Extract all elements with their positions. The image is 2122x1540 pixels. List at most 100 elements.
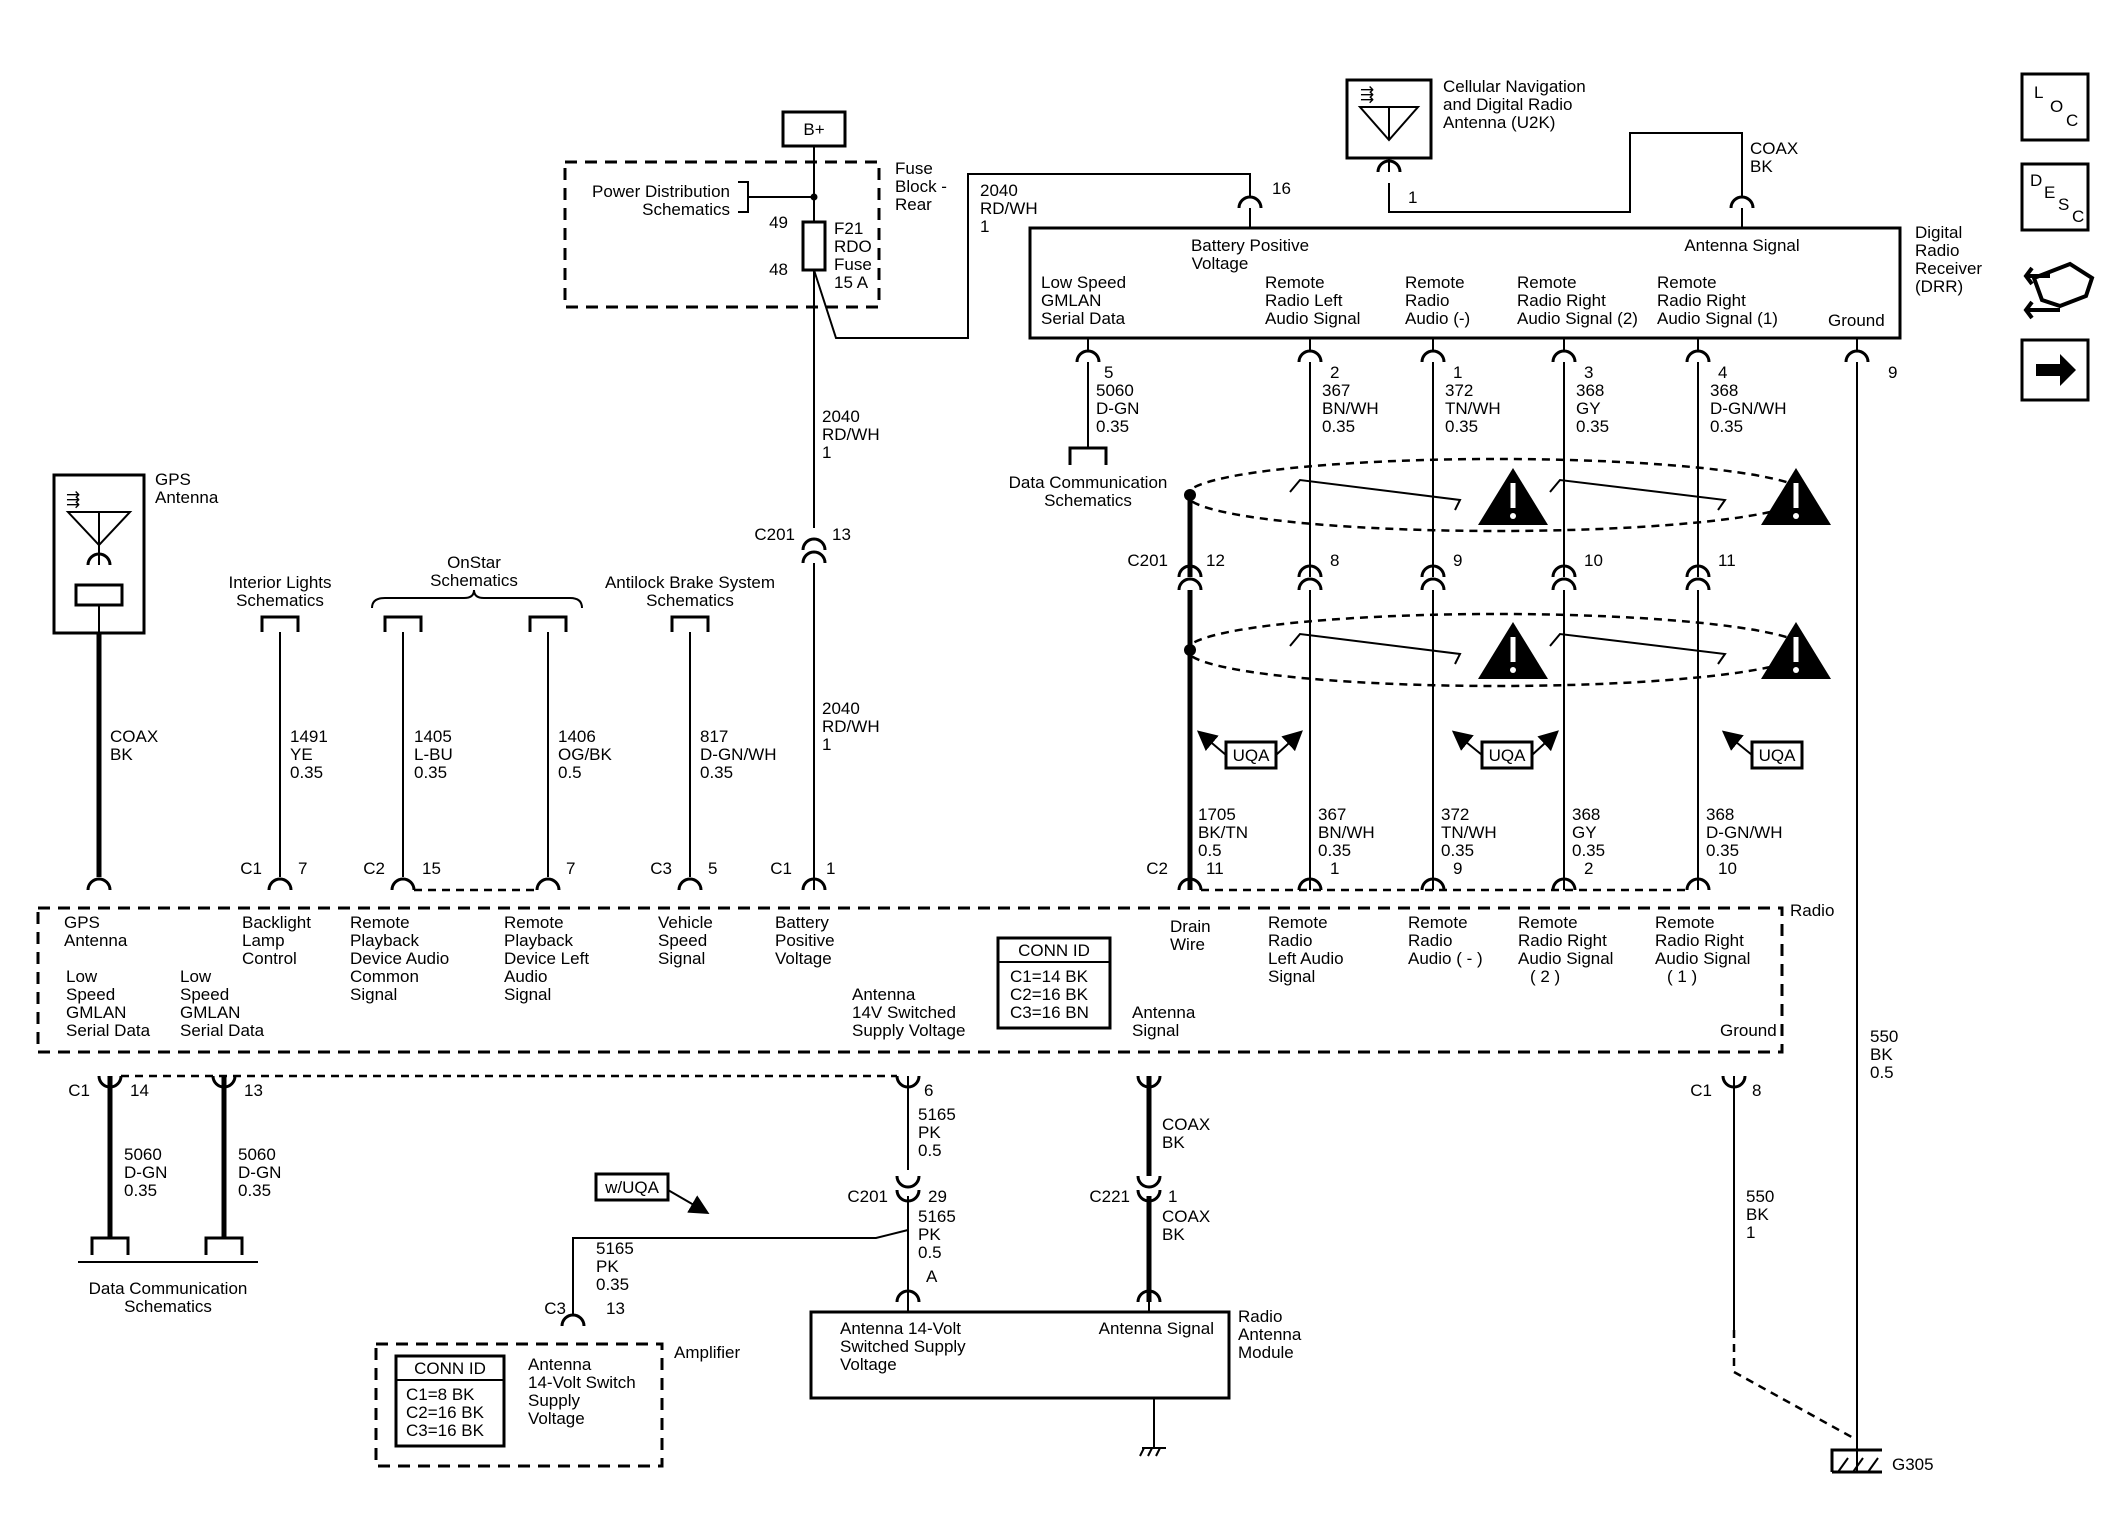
fuse-block-name-2: Block - (895, 177, 947, 196)
lower-pin13b: 13 (606, 1299, 625, 1318)
onstar-terminal-2 (528, 615, 568, 632)
rw-368dgn-3: 0.35 (1706, 841, 1739, 860)
drr-wire-4-pin: 4 (1718, 363, 1727, 382)
w2040-mid-2: RD/WH (822, 425, 880, 444)
cellular-name-3: Antenna (U2K) (1443, 113, 1555, 132)
drr-label-right2-2: Radio Right (1517, 291, 1606, 310)
drr-batt-pin: 16 (1272, 179, 1291, 198)
w5165c-3: 0.35 (596, 1275, 629, 1294)
w817-2: D-GN/WH (700, 745, 776, 764)
abs-pin: 5 (708, 859, 717, 878)
radio-rr1-2: Radio Right (1655, 931, 1744, 950)
drr-wire-4-circuit: 368 (1710, 381, 1738, 400)
w5165a-1: 5165 (918, 1105, 956, 1124)
drr-wire-2-color: BN/WH (1322, 399, 1379, 418)
drr-wire-1-pin: 1 (1453, 363, 1462, 382)
coax1-1: COAX (1162, 1115, 1210, 1134)
fuse-block-rear-outline (563, 160, 881, 309)
interior-lights-terminal (260, 615, 300, 632)
drr-wire-3-color: GY (1576, 399, 1601, 418)
onstar-conn: C2 (363, 859, 385, 878)
power-dist-label-2: Schematics (642, 200, 730, 219)
wuqa-arrow (667, 1189, 710, 1215)
ram-14v-connector (895, 1289, 921, 1303)
radio-rpd-left-1: Remote (504, 913, 564, 932)
w2040-mid-1: 2040 (822, 407, 860, 426)
loc-button[interactable]: L O C (2020, 72, 2090, 142)
connector-lookup-icon[interactable] (2023, 261, 2095, 320)
radio-gmlan-a-1: Low (66, 967, 98, 986)
drr-wire-5-color: D-GN (1096, 399, 1139, 418)
radio-conn-id-row-1: C1=14 BK (1010, 967, 1089, 986)
onstar-pin1: 15 (422, 859, 441, 878)
ground-g305: G305 (1892, 1455, 1934, 1474)
w550b-1: 550 (1870, 1027, 1898, 1046)
drr-wire-5-circuit: 5060 (1096, 381, 1134, 400)
loc-letter-o: O (2050, 97, 2063, 116)
w1405-1: 1405 (414, 727, 452, 746)
drr-wire-5-gauge: 0.35 (1096, 417, 1129, 436)
radio-conn-id-box (996, 936, 1112, 1030)
abs-terminal (670, 615, 710, 632)
w5060b-3: 0.35 (238, 1181, 271, 1200)
onstar-name-2: Schematics (430, 571, 518, 590)
drr-batt-label-2: Voltage (1192, 254, 1249, 273)
radio-batt-2: Positive (775, 931, 835, 950)
radio-conn-id-row-2: C2=16 BK (1010, 985, 1089, 1004)
ground-icon (1830, 1448, 1882, 1474)
radio-antsig-2: Signal (1132, 1021, 1179, 1040)
digital-radio-receiver-box (1028, 226, 1902, 340)
w5060a-3: 0.35 (124, 1181, 157, 1200)
onstar-pin2: 7 (566, 859, 575, 878)
batt-pin: 1 (826, 859, 835, 878)
w1405-3: 0.35 (414, 763, 447, 782)
next-arrow-button[interactable] (2020, 338, 2090, 402)
radio-vss-1: Vehicle (658, 913, 713, 932)
drr-wire-2-pin: 2 (1330, 363, 1339, 382)
amplifier-label-2: 14-Volt Switch (528, 1373, 636, 1392)
gps-name-1: GPS (155, 470, 191, 489)
amplifier-conn-id-row-1: C1=8 BK (406, 1385, 475, 1404)
w5060a-1: 5060 (124, 1145, 162, 1164)
fuse-label-1: F21 (834, 219, 863, 238)
rw-drain-pin: 11 (1206, 859, 1224, 878)
drr-batt-label-1: Battery Positive (1191, 236, 1309, 255)
coax1-2: BK (1162, 1133, 1185, 1152)
w1406-2: OG/BK (558, 745, 613, 764)
coax-top-1: COAX (1750, 139, 1798, 158)
lower-c1-left: C1 (68, 1081, 90, 1100)
radio-gmlan-b-1: Low (180, 967, 212, 986)
radio-rpd-left-4: Audio (504, 967, 547, 986)
radio-ant14v-1: Antenna (852, 985, 916, 1004)
desc-button[interactable]: D E S C (2020, 162, 2090, 232)
w550b-3: 0.5 (1870, 1063, 1894, 1082)
coax2-2: BK (1162, 1225, 1185, 1244)
abs-name-1: Antilock Brake System (605, 573, 775, 592)
radio-rl-1: Remote (1268, 913, 1328, 932)
radio-rl-4: Signal (1268, 967, 1315, 986)
cellular-name-1: Cellular Navigation (1443, 77, 1586, 96)
drr-wire-1-color: TN/WH (1445, 399, 1501, 418)
desc-letter-e: E (2044, 183, 2055, 202)
cellular-pin: 1 (1408, 188, 1417, 207)
c201-mid-pin-9: 9 (1453, 551, 1462, 570)
radio-rl-3: Left Audio (1268, 949, 1344, 968)
fuse-f21 (801, 220, 827, 272)
w1406-3: 0.5 (558, 763, 582, 782)
w5165a-3: 0.5 (918, 1141, 942, 1160)
wire-550-dashed-d (1733, 1370, 1858, 1442)
radio-rl-2: Radio (1268, 931, 1312, 950)
coax-cellular-to-drr (1388, 132, 1743, 213)
w550b-2: BK (1870, 1045, 1893, 1064)
rw-367-1: 367 (1318, 805, 1346, 824)
ram-antenna-connector (1136, 1289, 1162, 1303)
radio-vss-3: Signal (658, 949, 705, 968)
rw-368gy-1: 368 (1572, 805, 1600, 824)
loc-letter-c: C (2066, 111, 2078, 130)
uqa-option-markers (1196, 730, 1804, 770)
gps-coax-2: BK (110, 745, 133, 764)
radio-gmlan-a-3: GMLAN (66, 1003, 126, 1022)
radio-drain-1: Drain (1170, 917, 1211, 936)
rw-367-3: 0.35 (1318, 841, 1351, 860)
rw-372-1: 372 (1441, 805, 1469, 824)
